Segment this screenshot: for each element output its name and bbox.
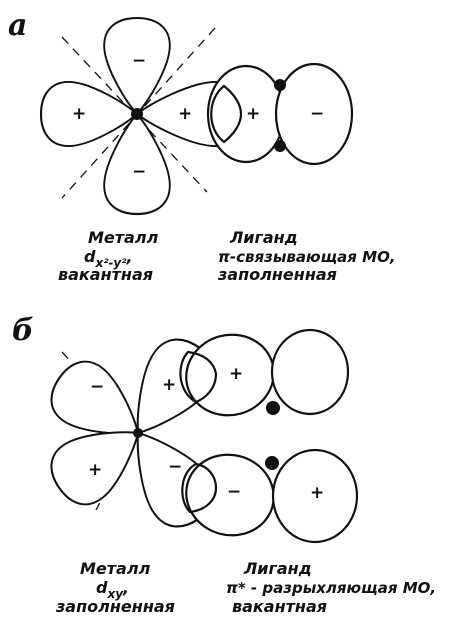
sign-metal-right: + [178,104,192,124]
ligand-lobe-upper-right [272,330,348,414]
sign-metal-left: + [72,104,86,124]
metal-atom [131,108,143,120]
sign-ligand-lower-left: − [227,482,241,502]
sign-ligand-right: − [310,104,324,124]
ligand-occupancy-a: заполненная [217,265,337,284]
metal-occupancy-b: заполненная [55,597,175,616]
ligand-atom-bottom [274,140,286,152]
ligand-atom-upper [266,401,280,415]
sign-metal-upper-right: + [162,375,176,395]
ligand-mo-b: π* - разрыхляющая МО, [226,579,436,597]
metal-atom [133,428,143,438]
metal-title-a: Металл [88,228,159,247]
sign-metal-lower-left: + [88,460,102,480]
ligand-atom-top [274,79,286,91]
ligand-title-b: Лиганд [243,559,312,578]
metal-occupancy-a: вакантная [58,265,153,284]
sign-ligand-lower-right: + [310,483,324,503]
sign-ligand-upper: + [229,364,243,384]
ligand-mo-a: π-связывающая МО, [218,248,396,266]
panel-a: a − − + + + − Металл d [8,8,396,284]
ligand-atom-lower [265,456,279,470]
sign-ligand-left: + [246,104,260,124]
ligand-occupancy-b: вакантная [232,597,327,616]
sign-metal-bottom: − [132,162,146,182]
panel-b-letter: б [12,313,34,348]
ligand-pi-bonding-mo [208,64,352,164]
sign-metal-top: − [132,51,146,71]
panel-a-letter: a [8,8,27,43]
ligand-title-a: Лиганд [229,228,298,247]
panel-b: б − + + [12,313,436,616]
sign-metal-upper-left: − [90,377,104,397]
metal-title-b: Металл [80,559,151,578]
sign-metal-lower-right: − [168,457,182,477]
